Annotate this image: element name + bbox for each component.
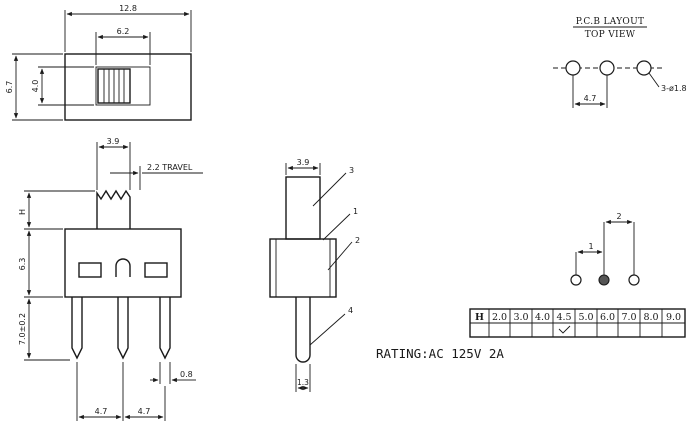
front-actuator [96,189,131,229]
side-view: 3.9 1.3 3 1 2 4 [269,158,360,392]
front-body [64,228,182,298]
pcb-hole [565,60,581,76]
side-actuator-label: 3.9 [297,158,310,167]
front-pin-right [159,297,171,360]
switch-schematic: 1 2 [570,212,640,286]
h-table-header: H [475,312,484,323]
front-travel-label: 2.2 TRAVEL [147,163,193,172]
top-slot-height-label: 4.0 [31,80,40,93]
pcb-layout: P.C.B LAYOUT TOP VIEW 4.7 3-ø1.8 [553,17,687,108]
h-table-cell: 6.0 [600,312,615,323]
h-table-cell: 4.0 [535,312,550,323]
actuator-ridges [103,69,125,103]
h-table-cell: 2.0 [492,312,507,323]
pcb-subtitle: TOP VIEW [585,30,636,40]
side-body [269,238,337,298]
h-table-cell: 8.0 [643,312,658,323]
top-view: 12.8 6.2 6.7 4.0 [5,4,192,121]
front-notch [115,258,131,277]
schematic-label-2: 2 [616,212,621,221]
front-pitch-left-label: 4.7 [95,407,108,416]
front-pin-left [71,297,83,360]
top-view-body [64,53,192,121]
h-table-cell: 9.0 [666,312,681,323]
top-height-label: 6.7 [5,81,14,94]
front-pin-center [117,297,129,360]
h-table-cell: 7.0 [621,312,636,323]
h-table-cell: 4.5 [556,312,571,323]
rating-text: RATING:AC 125V 2A [376,346,504,361]
pcb-hole-label: 3-ø1.8 [661,84,687,93]
side-actuator [285,176,321,240]
top-slot-label: 6.2 [117,27,130,36]
front-view: 3.9 2.2 TRAVEL H 6.3 7.0±0.2 0.8 4.7 4.7 [18,137,203,421]
side-pin [295,297,311,363]
h-table: H 2.0 3.0 4.0 4.5 5.0 6.0 7.0 8.0 9.0 [469,308,686,338]
callout-3: 3 [349,166,354,175]
front-pin-width-label: 0.8 [180,370,193,379]
front-body-height-label: 6.3 [18,258,27,271]
front-h-label: H [18,209,27,215]
front-window-right [144,262,168,278]
schematic-common-terminal [598,274,610,286]
h-table-cell: 3.0 [513,312,528,323]
pcb-pitch-label: 4.7 [584,94,597,103]
callout-4: 4 [348,306,353,315]
front-pitch-right-label: 4.7 [138,407,151,416]
schematic-terminal [570,274,582,286]
schematic-terminal [628,274,640,286]
pcb-title: P.C.B LAYOUT [576,17,645,27]
callout-2: 2 [355,236,360,245]
top-width-label: 12.8 [119,4,137,13]
pcb-hole [599,60,615,76]
h-table-check-mark [558,325,571,334]
pcb-hole [636,60,652,76]
top-view-slot [95,66,151,106]
h-table-cell: 5.0 [578,312,593,323]
side-pin-label: 1.3 [297,378,309,387]
front-pin-length-label: 7.0±0.2 [18,313,27,345]
schematic-label-1: 1 [588,242,593,251]
front-actuator-label: 3.9 [107,137,120,146]
callout-1: 1 [353,207,358,216]
front-window-left [78,262,102,278]
